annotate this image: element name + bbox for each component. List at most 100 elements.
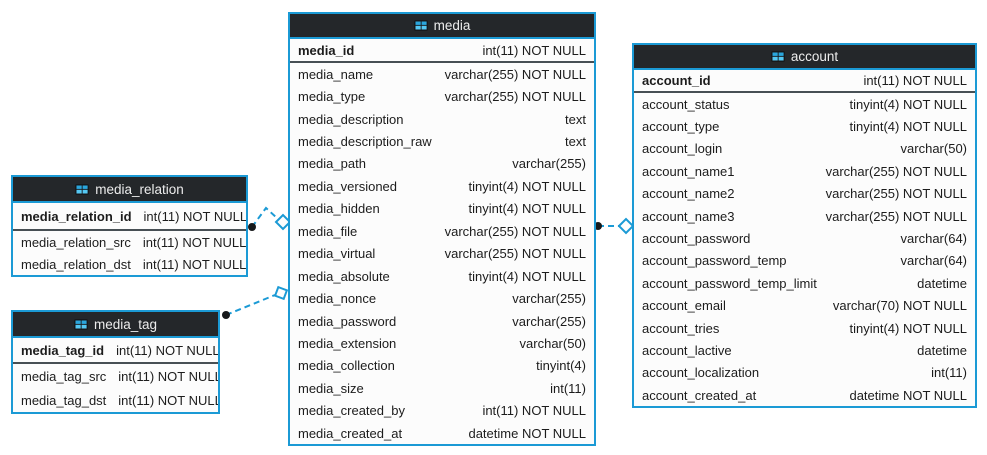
column-name: media_tag_src [21, 368, 107, 384]
column-name: media_virtual [298, 246, 376, 262]
column-type: varchar(50) [900, 141, 967, 157]
relation-media-to-account[interactable] [594, 217, 635, 235]
primary-key-row[interactable]: media_relation_id int(11) NOT NULL [13, 203, 246, 231]
column-name: account_type [642, 119, 720, 135]
table-row[interactable]: media_file varchar(255) NOT NULL [290, 220, 594, 242]
column-name: account_email [642, 298, 726, 314]
table-row[interactable]: media_name varchar(255) NOT NULL [290, 63, 594, 85]
column-type: varchar(255) NOT NULL [444, 66, 586, 82]
table-media_tag[interactable]: media_tag media_tag_id int(11) NOT NULL … [11, 310, 220, 414]
column-type: int(11) NOT NULL [118, 368, 218, 384]
column-type: tinyint(4) NOT NULL [849, 320, 967, 336]
column-name: media_name [298, 66, 374, 82]
primary-key-row[interactable]: media_tag_id int(11) NOT NULL [13, 338, 218, 364]
table-row[interactable]: account_email varchar(70) NOT NULL [634, 295, 975, 317]
column-type: int(11) NOT NULL [143, 208, 246, 224]
table-row[interactable]: media_created_by int(11) NOT NULL [290, 400, 594, 422]
table-header-media_tag[interactable]: media_tag [13, 312, 218, 338]
column-type: varchar(255) [512, 313, 586, 329]
column-type: datetime NOT NULL [468, 425, 586, 441]
column-name: media_id [298, 42, 355, 58]
table-row[interactable]: media_virtual varchar(255) NOT NULL [290, 243, 594, 265]
table-row[interactable]: account_created_at datetime NOT NULL [634, 384, 975, 406]
column-type: varchar(70) NOT NULL [832, 298, 967, 314]
column-type: datetime NOT NULL [849, 387, 967, 403]
column-name: account_name3 [642, 208, 735, 224]
column-name: media_collection [298, 358, 395, 374]
table-row[interactable]: account_lactive datetime [634, 339, 975, 361]
column-name: account_name1 [642, 163, 735, 179]
table-media[interactable]: media media_id int(11) NOT NULL media_na… [288, 12, 596, 447]
column-name: media_nonce [298, 291, 377, 307]
relation-endpoint-dot [248, 223, 256, 231]
column-name: media_file [298, 223, 358, 239]
column-name: media_relation_id [21, 208, 132, 224]
column-type: int(11) NOT NULL [116, 342, 218, 358]
relation-endpoint-diamond [273, 285, 289, 301]
table-row[interactable]: media_collection tinyint(4) [290, 355, 594, 377]
table-header-account[interactable]: account [634, 45, 975, 70]
column-name: media_description_raw [298, 134, 432, 150]
table-media_relation[interactable]: media_relation media_relation_id int(11)… [11, 175, 248, 277]
column-name: media_password [298, 313, 397, 329]
table-row[interactable]: account_localization int(11) [634, 362, 975, 384]
relation-media_relation-to-media[interactable] [248, 206, 292, 231]
table-account[interactable]: account account_id int(11) NOT NULL acco… [632, 43, 977, 409]
column-type: varchar(255) NOT NULL [444, 246, 586, 262]
column-type: tinyint(4) [536, 358, 586, 374]
column-name: account_lactive [642, 342, 732, 358]
column-name: media_created_by [298, 403, 405, 419]
table-header-media[interactable]: media [290, 14, 594, 39]
table-header-media_relation[interactable]: media_relation [13, 177, 246, 203]
column-type: int(11) [931, 365, 967, 381]
table-title: media_relation [95, 181, 184, 197]
table-row[interactable]: media_tag_src int(11) NOT NULL [13, 364, 218, 388]
column-type: varchar(255) NOT NULL [444, 223, 586, 239]
primary-key-row[interactable]: media_id int(11) NOT NULL [290, 39, 594, 63]
column-name: account_localization [642, 365, 760, 381]
table-row[interactable]: media_type varchar(255) NOT NULL [290, 85, 594, 107]
column-type: varchar(255) NOT NULL [444, 89, 586, 105]
column-type: datetime [917, 342, 967, 358]
column-type: tinyint(4) NOT NULL [468, 178, 586, 194]
column-type: int(11) [550, 380, 586, 396]
column-type: int(11) NOT NULL [482, 403, 586, 419]
relation-media_tag-to-media[interactable] [222, 285, 289, 319]
column-name: media_type [298, 89, 366, 105]
column-name: account_password [642, 231, 751, 247]
column-name: account_created_at [642, 387, 757, 403]
primary-key-row[interactable]: account_id int(11) NOT NULL [634, 70, 975, 93]
column-name: media_hidden [298, 201, 380, 217]
column-type: varchar(255) NOT NULL [825, 186, 967, 202]
column-type: varchar(64) [900, 253, 967, 269]
relation-endpoint-diamond [617, 217, 635, 235]
table-row[interactable]: media_password varchar(255) [290, 310, 594, 332]
column-name: media_tag_dst [21, 392, 107, 408]
